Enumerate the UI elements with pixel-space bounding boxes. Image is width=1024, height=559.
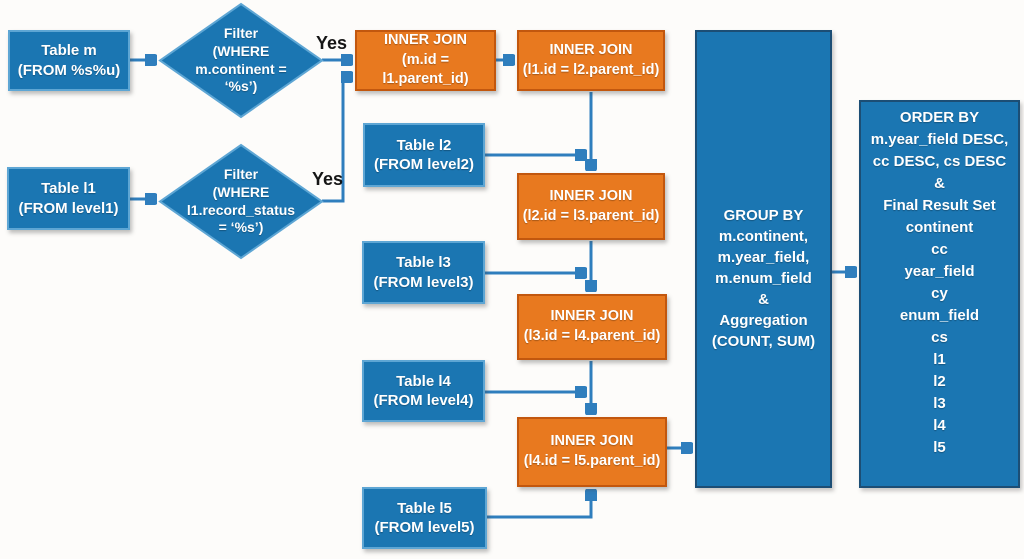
node-inner-join-l3-l4: INNER JOIN (l3.id = l4.parent_id) [517,294,667,360]
filter-l1-label: Filter (WHERE l1.record_status = ‘%s’) [186,165,296,236]
node-inner-join-l2-l3: INNER JOIN (l2.id = l3.parent_id) [517,173,665,240]
node-table-l4: Table l4 (FROM level4) [362,360,485,422]
node-inner-join-m-l1: INNER JOIN (m.id = l1.parent_id) [355,30,496,91]
node-order-by: ORDER BY m.year_field DESC, cc DESC, cs … [859,100,1020,488]
yes-label-top: Yes [316,33,348,53]
arrow-table-l5-to-join5 [487,490,591,519]
node-table-m: Table m (FROM %s%u) [8,30,130,91]
node-inner-join-l1-l2: INNER JOIN (l1.id = l2.parent_id) [517,30,665,91]
arrow-filter-l1-to-join1 [322,77,352,203]
diamond-shape [158,143,324,260]
node-table-l2: Table l2 (FROM level2) [363,123,485,187]
diamond-shape [158,2,324,119]
filter-m-label: Filter (WHERE m.continent = ‘%s’) [195,24,287,95]
node-table-l5: Table l5 (FROM level5) [362,487,487,549]
node-table-l3: Table l3 (FROM level3) [362,241,485,304]
node-filter-l1-record-status: Filter (WHERE l1.record_status = ‘%s’) [158,143,324,260]
node-inner-join-l4-l5: INNER JOIN (l4.id = l5.parent_id) [517,417,667,487]
yes-label-bottom: Yes [312,169,344,189]
node-filter-m-continent: Filter (WHERE m.continent = ‘%s’) [158,2,324,119]
node-table-l1: Table l1 (FROM level1) [7,167,130,230]
node-group-by: GROUP BY m.continent, m.year_field, m.en… [695,30,832,488]
